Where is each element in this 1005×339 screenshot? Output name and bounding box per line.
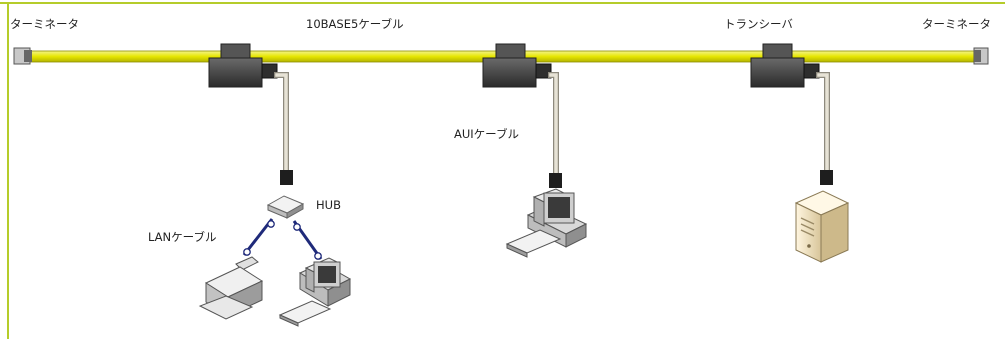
lan-cable-label: LANケーブル xyxy=(148,230,217,244)
pc-icon xyxy=(278,257,352,327)
backbone-cable-label: 10BASE5ケーブル xyxy=(306,17,404,31)
pc-icon xyxy=(505,188,588,258)
connector-icon xyxy=(549,173,562,188)
terminator-icon xyxy=(973,47,989,65)
connector-icon xyxy=(820,170,833,185)
aui-cable xyxy=(274,72,830,176)
hub-icon xyxy=(266,195,305,219)
server-icon xyxy=(794,190,850,263)
transceiver-icon xyxy=(482,43,552,88)
transceiver-icon xyxy=(750,43,820,88)
terminator-icon xyxy=(13,47,32,65)
connector-icon xyxy=(280,170,293,185)
printer-icon xyxy=(198,256,264,320)
aui-cable-label: AUIケーブル xyxy=(454,127,519,141)
hub-label: HUB xyxy=(316,198,341,212)
lan-cable xyxy=(242,218,323,260)
terminator-left-label: ターミネータ xyxy=(10,17,79,31)
transceiver-icon xyxy=(208,43,278,88)
terminator-right-label: ターミネータ xyxy=(922,17,991,31)
transceiver-label: トランシーバ xyxy=(724,17,793,31)
